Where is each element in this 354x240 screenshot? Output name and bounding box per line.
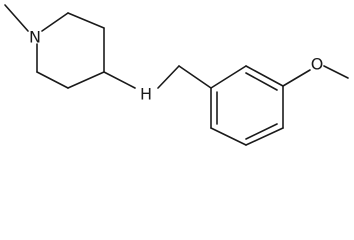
bond-ar2-ar3 — [245, 65, 284, 87]
bond-ar3-o — [282, 69, 311, 87]
bond-c5-c6 — [36, 71, 69, 89]
bond-ar-inner-2 — [245, 123, 278, 140]
bond-c2-c3 — [67, 12, 105, 29]
bond-nh-ch2 — [157, 65, 180, 89]
atom-nh: H N — [140, 85, 152, 104]
bond-ch2-ar1 — [178, 65, 212, 89]
bond-ar5-ar6 — [210, 127, 247, 146]
bond-ar4-ar5 — [245, 127, 284, 146]
svg-text:N: N — [29, 28, 41, 47]
bond-c4-c5 — [67, 71, 105, 89]
bond-c4-nh — [103, 71, 136, 89]
svg-text:H: H — [140, 85, 152, 104]
svg-text:O: O — [311, 55, 324, 74]
atom-n1: N — [29, 28, 41, 47]
atom-o: O — [311, 55, 324, 74]
bond-n1-c2 — [41, 12, 69, 32]
bond-o-methyl — [323, 65, 349, 79]
bond-ar-inner-1 — [245, 72, 278, 91]
molecule-structure: N H N O — [4, 4, 349, 146]
bond-methyl-n1 — [4, 4, 29, 32]
bond-ar1-ar2 — [210, 65, 247, 89]
